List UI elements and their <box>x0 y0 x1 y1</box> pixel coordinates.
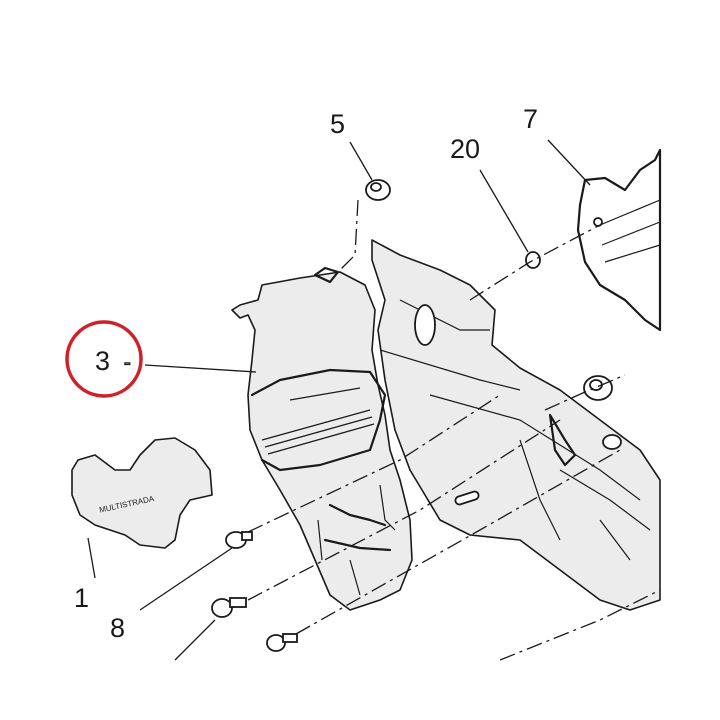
grommet-lower-right <box>602 434 622 450</box>
grommet-part-5 <box>365 179 391 201</box>
washer-part-20 <box>525 251 541 269</box>
callout-label-3: 3 <box>95 346 110 376</box>
assembly-axis-lines <box>247 199 661 661</box>
decal-sticker-part-1: MULTISTRADA <box>71 437 213 549</box>
leader-lines <box>87 139 591 661</box>
screw-lower <box>266 633 298 652</box>
callout-label-20: 20 <box>450 134 480 164</box>
highlight-circle <box>65 320 143 398</box>
callout-label-8: 8 <box>110 613 125 643</box>
screw-upper <box>211 597 247 618</box>
grommet-right <box>583 375 613 401</box>
callout-dash-3: - <box>124 352 131 374</box>
callout-label-7: 7 <box>523 104 538 134</box>
callout-label-5: 5 <box>330 109 345 139</box>
callout-label-1: 1 <box>74 583 89 613</box>
frame-bracket-part-7 <box>576 148 662 332</box>
push-rivet-part-8 <box>225 531 253 549</box>
center-cover-part <box>371 239 661 611</box>
heat-shield-part-3 <box>231 266 413 611</box>
